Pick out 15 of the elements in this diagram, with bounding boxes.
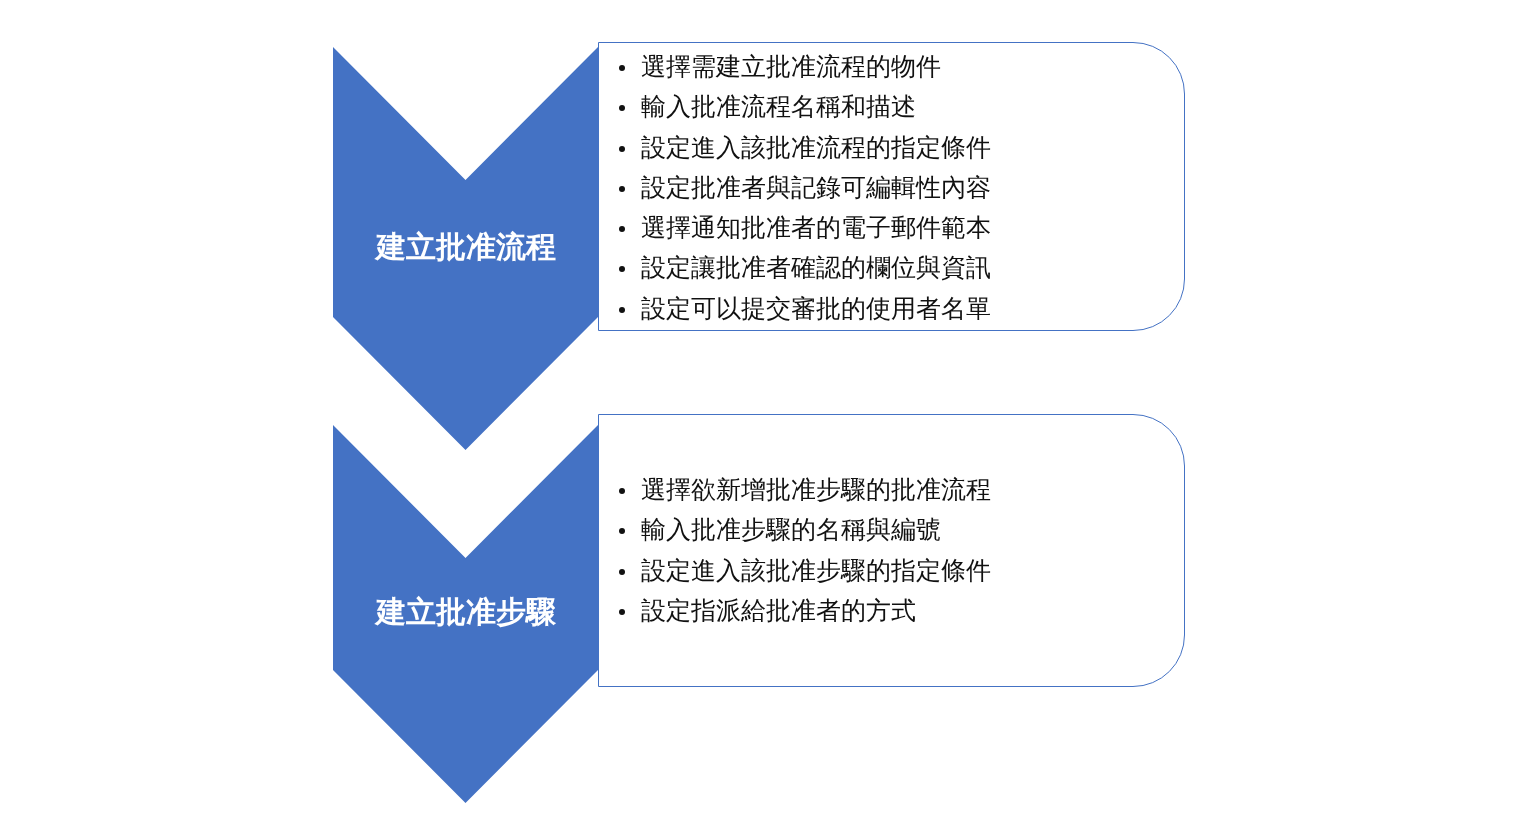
bullet-item: 設定進入該批准步驟的指定條件	[619, 550, 991, 591]
bullet-item: 選擇欲新增批准步驟的批准流程	[619, 469, 991, 511]
list-panel	[598, 42, 1185, 331]
bullet-item: 選擇通知批准者的電子郵件範本	[619, 208, 991, 249]
bullet-item: 輸入批准流程名稱和描述	[619, 87, 916, 128]
bullet-item: 輸入批准步驟的名稱與編號	[619, 510, 941, 551]
bullet-item: 設定可以提交審批的使用者名單	[619, 288, 991, 330]
bullet-item: 設定讓批准者確認的欄位與資訊	[619, 248, 991, 289]
bullet-item: 選擇需建立批准流程的物件	[619, 47, 941, 88]
bullet-item: 設定進入該批准流程的指定條件	[619, 127, 991, 168]
bullet-item: 設定批准者與記錄可編輯性內容	[619, 167, 991, 209]
bullet-item: 設定指派給批准者的方式	[619, 590, 916, 632]
step-title: 建立批准步驟	[375, 593, 556, 631]
step-title: 建立批准流程	[375, 228, 556, 266]
list-panel	[598, 414, 1185, 687]
